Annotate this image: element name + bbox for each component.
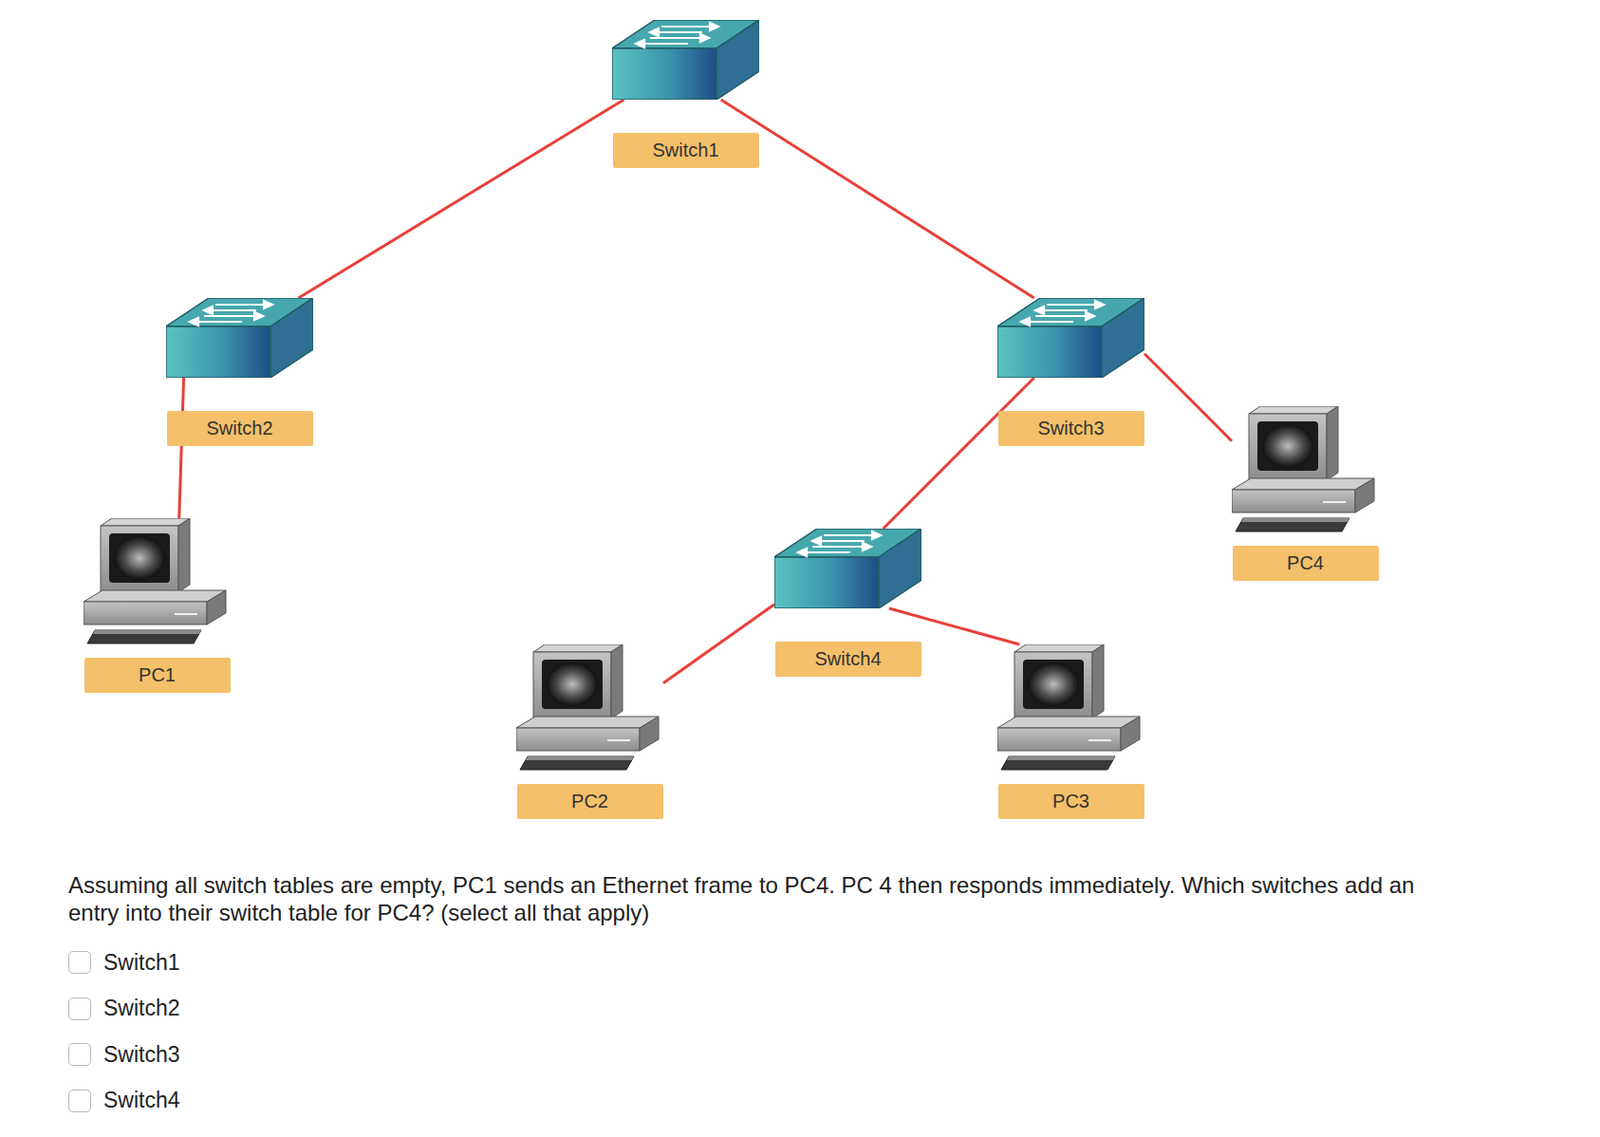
device-icon xyxy=(1231,406,1379,536)
pc-node: PC1 xyxy=(83,518,231,693)
option-text: Switch3 xyxy=(103,1041,181,1068)
device-label-box: Switch3 xyxy=(998,410,1145,447)
option-list: Switch1Switch2Switch3Switch4 xyxy=(68,939,181,1124)
option-text: Switch1 xyxy=(103,949,181,976)
device-label-box: PC3 xyxy=(998,783,1145,819)
option-row: Switch3 xyxy=(68,1031,181,1079)
option-text: Switch2 xyxy=(103,995,181,1022)
checkbox xyxy=(68,950,92,974)
pc-node: PC4 xyxy=(1231,406,1379,581)
checkbox xyxy=(68,1089,92,1113)
device-label-box: PC2 xyxy=(517,783,664,819)
device-label: Switch4 xyxy=(814,648,881,670)
ethernet-link xyxy=(883,377,1035,529)
ethernet-link xyxy=(179,377,185,519)
device-icon xyxy=(166,297,314,378)
device-icon xyxy=(774,528,922,609)
switch-icon xyxy=(166,297,314,378)
device-label: Switch1 xyxy=(651,139,719,162)
device-label-box: PC4 xyxy=(1232,545,1379,581)
option-text: Switch4 xyxy=(103,1087,181,1114)
option-row: Switch4 xyxy=(68,1078,181,1125)
device-label-box: Switch1 xyxy=(613,132,760,168)
device-icon xyxy=(516,644,664,774)
checkbox xyxy=(68,1042,92,1066)
switch-icon xyxy=(612,19,760,100)
option-row: Switch1 xyxy=(68,939,181,987)
device-icon xyxy=(997,297,1145,378)
checkbox xyxy=(68,997,92,1021)
device-icon xyxy=(997,644,1145,774)
switch-icon xyxy=(997,297,1145,378)
device-icon xyxy=(83,518,231,648)
device-label: PC4 xyxy=(1286,552,1324,575)
question-area: Assuming all switch tables are empty, PC… xyxy=(68,871,1416,927)
switch-node: Switch2 xyxy=(166,297,314,447)
ethernet-link xyxy=(721,99,1035,298)
question-text: Assuming all switch tables are empty, PC… xyxy=(68,871,1416,927)
ethernet-link xyxy=(889,608,1020,645)
pc-icon xyxy=(1231,406,1379,536)
ethernet-link xyxy=(1144,353,1232,442)
option-row: Switch2 xyxy=(68,986,181,1033)
pc-node: PC2 xyxy=(516,644,664,819)
device-label: PC1 xyxy=(138,664,176,687)
device-label: PC3 xyxy=(1052,790,1090,813)
ethernet-link xyxy=(663,604,775,684)
device-icon xyxy=(612,19,760,100)
device-label: PC2 xyxy=(571,790,609,813)
pc-icon xyxy=(83,518,231,648)
device-label-box: PC1 xyxy=(84,657,231,693)
switch-node: Switch4 xyxy=(774,528,922,677)
switch-node: Switch1 xyxy=(612,19,760,168)
device-label-box: Switch2 xyxy=(167,410,314,447)
pc-icon xyxy=(997,644,1145,774)
pc-icon xyxy=(516,644,664,774)
device-label-box: Switch4 xyxy=(775,641,922,677)
switch-icon xyxy=(774,528,922,609)
switch-node: Switch3 xyxy=(997,297,1145,447)
pc-node: PC3 xyxy=(997,644,1145,819)
device-label: Switch2 xyxy=(205,417,273,440)
ethernet-link xyxy=(298,99,625,298)
device-label: Switch3 xyxy=(1037,417,1104,440)
